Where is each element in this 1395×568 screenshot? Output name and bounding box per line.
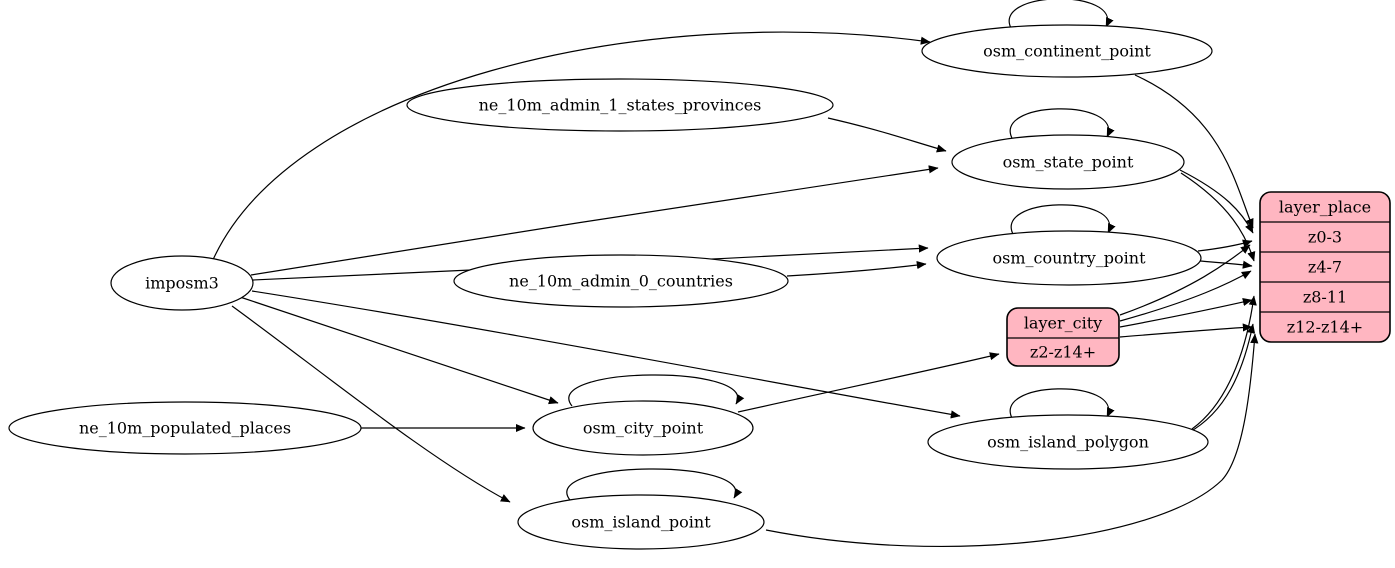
edge-imposm3-osm-island-point <box>231 305 511 503</box>
node-layer-place: layer_place z0-3 z4-7 z8-11 z12-z14+ <box>1259 191 1391 343</box>
edge-imposm3-osm-city-point <box>239 296 559 405</box>
edge-osm-city-point-layer-city-z2-z14 <box>737 352 1000 413</box>
node-osm-state-point: osm_state_point <box>951 134 1185 190</box>
edge-osm-island-polygon-layer-place-z8-11 <box>1191 295 1257 430</box>
node-ne-10m-populated-places: ne_10m_populated_places <box>8 401 362 455</box>
osm-state-point-ellipse <box>951 134 1185 190</box>
osm-island-polygon-label: osm_island_polygon <box>987 433 1149 452</box>
layer-place-row-z0-3: z0-3 <box>1308 228 1342 247</box>
self-loop-osm-state-point <box>1009 108 1115 141</box>
edge-layer-city-layer-place-z0-3 <box>1119 244 1251 316</box>
ne-10m-admin-1-states-provinces-label: ne_10m_admin_1_states_provinces <box>479 96 762 115</box>
edge-osm-island-point-layer-place-z12-z14 <box>765 333 1259 548</box>
ne-10m-populated-places-label: ne_10m_populated_places <box>79 419 291 438</box>
edge-layer-city-layer-place-z4-7 <box>1119 270 1252 322</box>
self-loop-osm-continent-point <box>1008 0 1114 31</box>
edge-ne-10m-admin-1-states-provinces-osm-state-point <box>827 117 947 153</box>
self-loop-osm-island-polygon <box>1009 388 1115 421</box>
node-layer-city: layer_city z2-z14+ <box>1006 307 1120 367</box>
node-osm-country-point: osm_country_point <box>936 230 1202 286</box>
edge-osm-continent-point-layer-place-z0-3 <box>1134 74 1254 229</box>
layer-city-row-z2-z14: z2-z14+ <box>1030 343 1096 362</box>
edge-osm-state-point-layer-place-z4-7 <box>1180 172 1256 262</box>
node-osm-city-point: osm_city_point <box>532 400 754 456</box>
osm-city-point-label: osm_city_point <box>583 419 704 438</box>
osm-continent-point-label: osm_continent_point <box>983 42 1151 61</box>
node-osm-continent-point: osm_continent_point <box>921 24 1213 78</box>
edge-osm-country-point-layer-place-z0-3 <box>1197 239 1253 252</box>
ne-10m-admin-0-countries-label: ne_10m_admin_0_countries <box>509 272 733 291</box>
layer-city-box <box>1006 307 1120 367</box>
osm-country-point-ellipse <box>936 230 1202 286</box>
node-osm-island-point: osm_island_point <box>517 494 765 550</box>
osm-city-point-ellipse <box>532 400 754 456</box>
osm-island-polygon-ellipse <box>927 414 1209 470</box>
edge-layer-city-layer-place-z12-z14 <box>1119 323 1253 338</box>
edge-osm-island-polygon-layer-place-z12-z14 <box>1187 323 1256 434</box>
ne-10m-populated-places-ellipse <box>8 401 362 455</box>
node-imposm3: imposm3 <box>110 255 254 311</box>
edge-imposm3-osm-state-point <box>250 165 939 276</box>
imposm3-label: imposm3 <box>145 274 219 293</box>
osm-continent-point-ellipse <box>921 24 1213 78</box>
ne-10m-admin-0-countries-ellipse <box>453 254 789 308</box>
self-loop-osm-city-point <box>568 374 745 407</box>
edge-osm-state-point-layer-place-z0-3 <box>1179 169 1254 234</box>
node-osm-island-polygon: osm_island_polygon <box>927 414 1209 470</box>
osm-state-point-label: osm_state_point <box>1003 153 1134 172</box>
self-loop-osm-island-point <box>566 468 743 501</box>
osm-island-point-label: osm_island_point <box>571 513 711 532</box>
edge-osm-country-point-layer-place-z4-7 <box>1199 260 1253 269</box>
layer-city-title: layer_city <box>1024 314 1102 333</box>
layer-place-title: layer_place <box>1279 198 1371 217</box>
layer-place-row-z12-z14: z12-z14+ <box>1287 318 1363 337</box>
node-ne-10m-admin-1-states-provinces: ne_10m_admin_1_states_provinces <box>406 78 834 132</box>
layer-place-box <box>1259 191 1391 343</box>
osm-country-point-label: osm_country_point <box>992 249 1146 268</box>
layer-place-row-z8-11: z8-11 <box>1303 288 1347 307</box>
layer-place-row-z4-7: z4-7 <box>1308 258 1342 277</box>
edge-layer-city-layer-place-z8-11 <box>1119 298 1253 328</box>
self-loop-osm-country-point <box>1010 204 1116 237</box>
edge-imposm3-osm-island-polygon <box>251 290 961 419</box>
osm-island-point-ellipse <box>517 494 765 550</box>
edge-imposm3-osm-continent-point <box>211 31 931 263</box>
node-ne-10m-admin-0-countries: ne_10m_admin_0_countries <box>453 254 789 308</box>
imposm3-ellipse <box>110 255 254 311</box>
edge-ne-10m-admin-0-countries-osm-country-point <box>786 261 927 277</box>
ne-10m-admin-1-states-provinces-ellipse <box>406 78 834 132</box>
